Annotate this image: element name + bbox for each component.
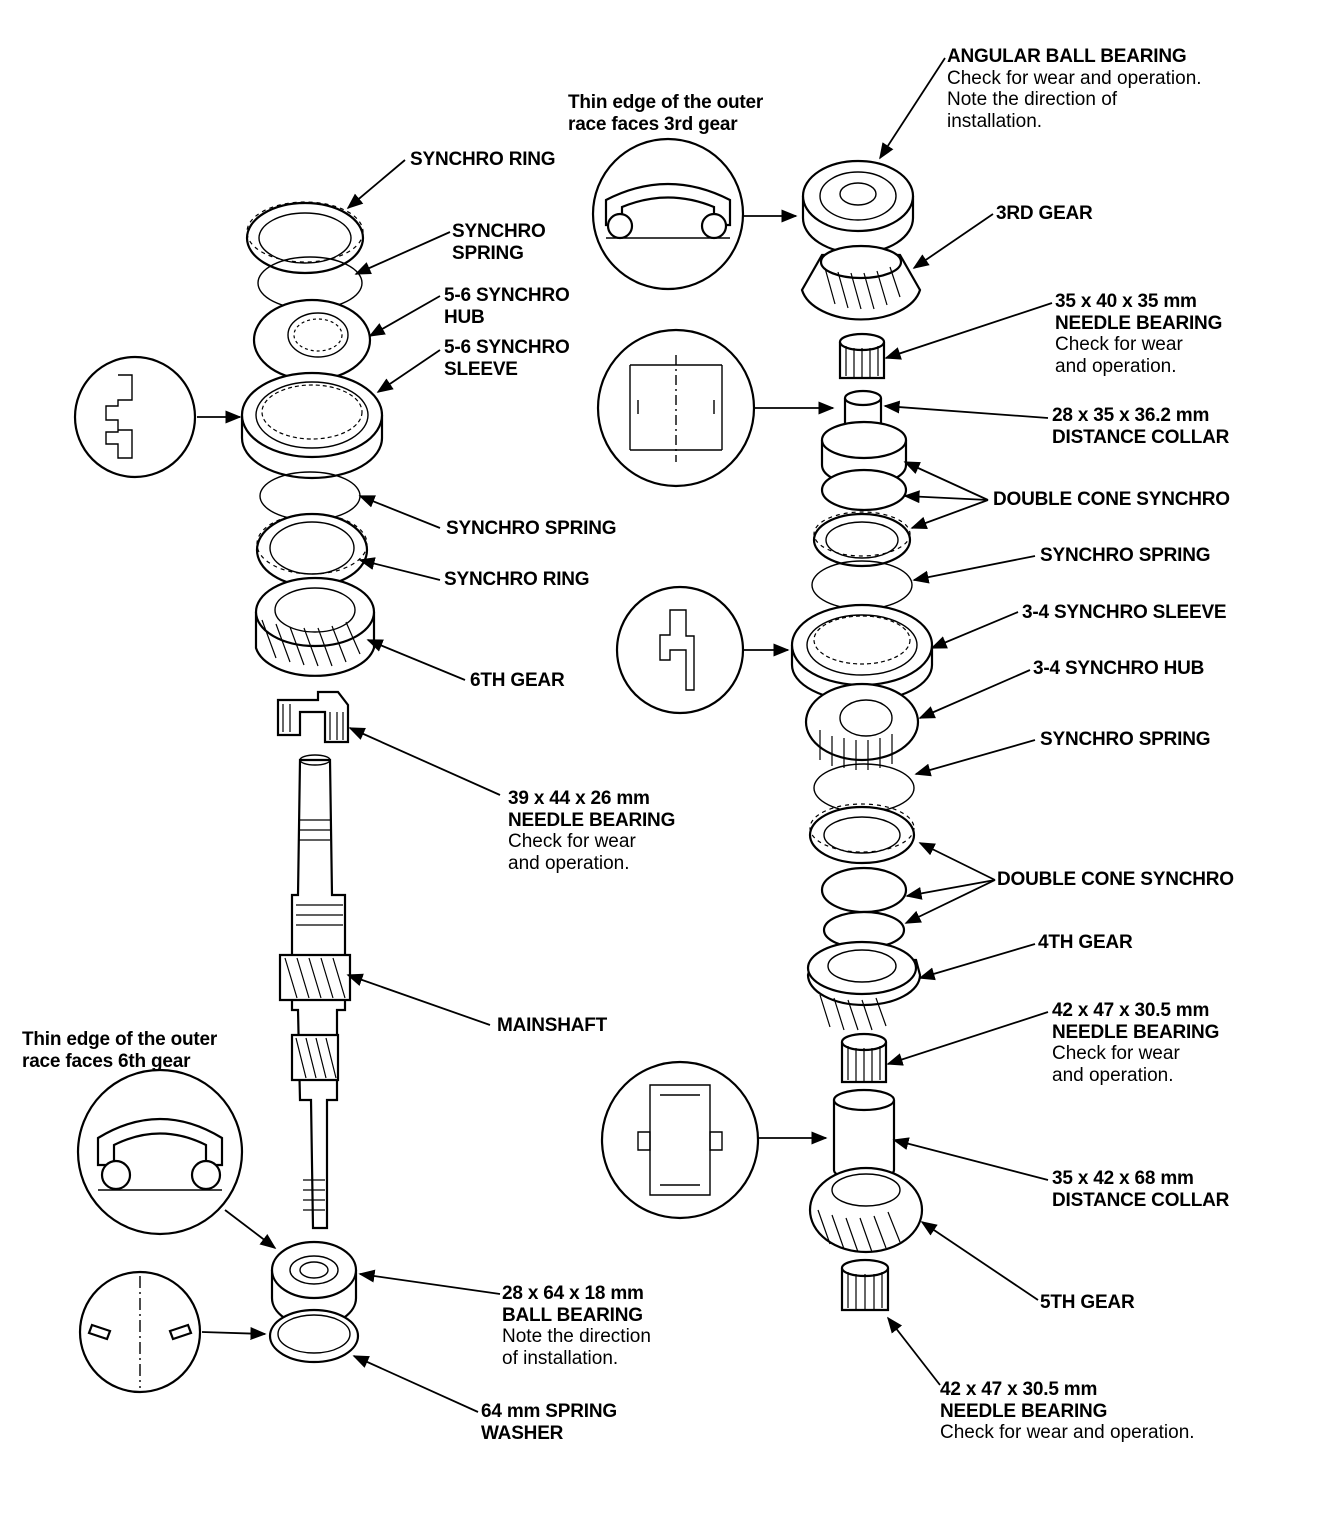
label-fourth-gear: 4TH GEAR	[1038, 932, 1133, 953]
label-third-gear: 3RD GEAR	[996, 203, 1093, 224]
mainshaft	[278, 754, 352, 1230]
note-third-gear-orientation: Thin edge of the outer race faces 3rd ge…	[568, 92, 764, 135]
detail-circle-angular-bearing-3rd	[591, 137, 745, 291]
hub-56	[252, 298, 372, 382]
label-sleeve-34: 3-4 SYNCHRO SLEEVE	[1022, 602, 1227, 623]
needle-bearing-42-lower	[840, 1258, 890, 1312]
hub-34	[804, 682, 920, 770]
distance-collar-35	[832, 1088, 896, 1182]
needle-bearing-35	[838, 332, 886, 380]
label-spring-washer: 64 mm SPRING WASHER	[481, 1401, 617, 1444]
label-sixth-gear: 6TH GEAR	[470, 670, 565, 691]
third-gear	[800, 244, 922, 321]
label-synchro-spring-top: SYNCHRO SPRING	[452, 221, 546, 264]
fifth-gear	[808, 1166, 924, 1254]
label-double-cone-bottom: DOUBLE CONE SYNCHRO	[997, 869, 1234, 890]
double-cone-bottom	[808, 803, 916, 950]
label-synchro-spring-mid: SYNCHRO SPRING	[446, 518, 617, 539]
label-synchro-spring-a: SYNCHRO SPRING	[1040, 545, 1211, 566]
detail-circle-sleeve-34	[615, 585, 745, 715]
right-synchro-spring-a	[811, 560, 913, 610]
detail-circle-collar-35	[600, 1060, 760, 1220]
label-distance-collar-28: 28 x 35 x 36.2 mm DISTANCE COLLAR	[1052, 405, 1230, 448]
label-fifth-gear: 5TH GEAR	[1040, 1292, 1135, 1313]
needle-bearing-39	[276, 690, 350, 744]
label-mainshaft: MAINSHAFT	[497, 1015, 608, 1036]
label-needle-bearing-42-upper: 42 x 47 x 30.5 mm NEEDLE BEARING Check f…	[1052, 1000, 1220, 1086]
label-synchro-ring-top: SYNCHRO RING	[410, 149, 556, 170]
spring-washer	[268, 1308, 360, 1364]
left-synchro-spring-mid	[259, 471, 361, 521]
sleeve-56	[240, 371, 384, 480]
leader-lines	[197, 57, 1053, 1413]
label-needle-bearing-39: 39 x 44 x 26 mm NEEDLE BEARING Check for…	[508, 788, 676, 874]
label-double-cone-top: DOUBLE CONE SYNCHRO	[993, 489, 1230, 510]
detail-circle-washer-direction	[78, 1270, 202, 1394]
left-synchro-ring-mid	[255, 512, 369, 588]
label-ball-bearing-28: 28 x 64 x 18 mm BALL BEARING Note the di…	[502, 1283, 651, 1369]
label-distance-collar-35: 35 x 42 x 68 mm DISTANCE COLLAR	[1052, 1168, 1230, 1211]
label-synchro-ring-mid: SYNCHRO RING	[444, 569, 590, 590]
label-hub-34: 3-4 SYNCHRO HUB	[1033, 658, 1205, 679]
label-needle-bearing-42-lower: 42 x 47 x 30.5 mm NEEDLE BEARING Check f…	[940, 1379, 1195, 1443]
label-needle-bearing-35: 35 x 40 x 35 mm NEEDLE BEARING Check for…	[1055, 291, 1223, 377]
detail-circle-ball-bearing-6th	[76, 1068, 244, 1236]
label-hub-56: 5-6 SYNCHRO HUB	[444, 285, 570, 328]
label-synchro-spring-b: SYNCHRO SPRING	[1040, 729, 1211, 750]
fourth-gear	[806, 940, 922, 1031]
detail-circle-collar-28	[596, 328, 756, 488]
note-sixth-gear-orientation: Thin edge of the outer race faces 6th ge…	[22, 1029, 218, 1072]
label-angular-ball-bearing: ANGULAR BALL BEARING Check for wear and …	[947, 46, 1202, 132]
sixth-gear	[254, 576, 376, 677]
detail-circle-sleeve-profile	[73, 355, 197, 479]
left-synchro-ring-top	[245, 201, 365, 275]
right-synchro-spring-b	[813, 763, 915, 813]
double-cone-top	[812, 420, 912, 568]
angular-ball-bearing	[801, 159, 915, 255]
needle-bearing-42-upper	[840, 1032, 888, 1084]
label-sleeve-56: 5-6 SYNCHRO SLEEVE	[444, 337, 570, 380]
